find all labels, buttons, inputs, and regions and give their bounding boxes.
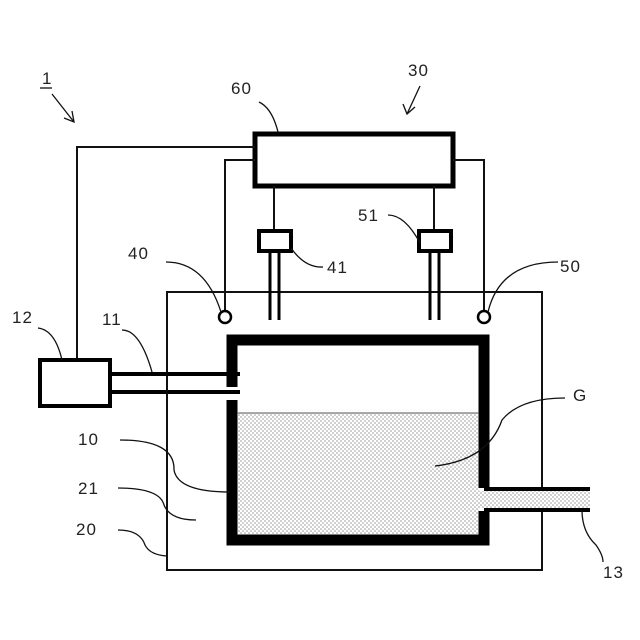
pipe-11-leader (122, 330, 152, 372)
label-system: 1 (42, 69, 52, 88)
pump-leader (38, 328, 62, 360)
label-fluid: G (573, 386, 587, 405)
label-outlet: 13 (603, 563, 624, 582)
label-sensor-51: 51 (358, 206, 379, 225)
port-50-wire (453, 160, 484, 312)
port-40-leader (166, 262, 221, 312)
label-housing: 20 (76, 520, 97, 539)
sensor-51-leader (388, 215, 420, 243)
port-50-circle (478, 311, 490, 323)
space-leader (118, 488, 196, 520)
label-port-50: 50 (560, 257, 581, 276)
sensor-41-box (259, 231, 291, 251)
outlet-fluid (479, 491, 590, 508)
label-sensor-41: 41 (327, 258, 348, 277)
sensor-41-leader (291, 248, 323, 267)
pump-box (40, 360, 110, 406)
port-40-circle (219, 311, 231, 323)
outlet-leader (582, 510, 603, 562)
controller-leader (259, 102, 278, 132)
label-controller: 60 (231, 79, 252, 98)
system-arrow (52, 94, 74, 122)
label-tank: 10 (78, 430, 99, 449)
label-port-40: 40 (128, 244, 149, 263)
label-pipe-11: 11 (102, 310, 122, 329)
controller-box (255, 134, 453, 186)
port-50-leader (488, 262, 558, 312)
sensor-51-box (419, 231, 451, 251)
label-unit: 30 (408, 61, 429, 80)
port-40-wire (225, 160, 255, 312)
label-pump: 12 (12, 308, 33, 327)
label-space: 21 (78, 479, 99, 498)
fluid-region (237, 413, 479, 536)
unit-arrow (407, 86, 420, 114)
tank-leader (120, 440, 230, 492)
housing-leader (118, 530, 167, 556)
